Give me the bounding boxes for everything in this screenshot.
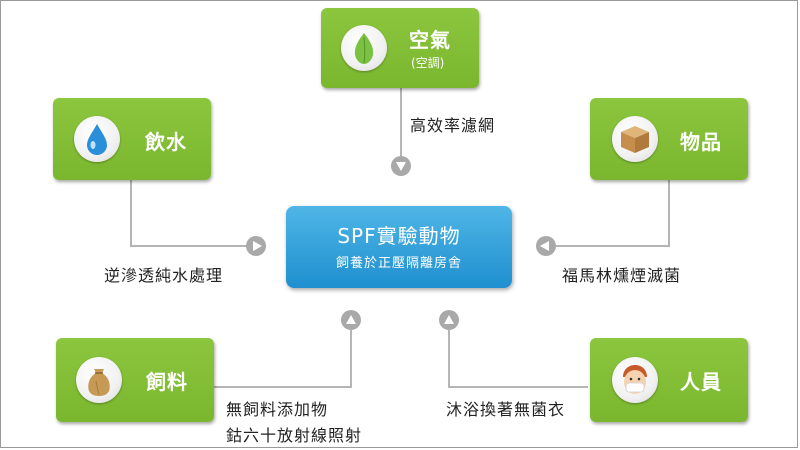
connector-air xyxy=(400,88,402,156)
process-label-feed-line1: 無飼料添加物 xyxy=(226,400,329,419)
connector-goods-horizontal xyxy=(552,245,670,247)
process-label-water: 逆滲透純水處理 xyxy=(104,266,224,285)
connector-personnel-horizontal xyxy=(448,386,588,388)
node-goods: 物品 xyxy=(590,98,748,180)
feed-sack-icon xyxy=(76,357,122,403)
arrow-up-icon xyxy=(439,310,459,330)
node-subtitle: (空調) xyxy=(411,56,445,70)
node-title: 飼料 xyxy=(146,370,188,394)
leaf-icon xyxy=(341,25,387,71)
center-title: SPF實驗動物 xyxy=(337,224,461,248)
center-node: SPF實驗動物 飼養於正壓隔離房舍 xyxy=(286,206,512,288)
arrow-down-icon xyxy=(391,156,411,176)
connector-goods-vertical xyxy=(668,180,670,246)
node-personnel: 人員 xyxy=(590,338,748,422)
connector-water-vertical xyxy=(130,180,132,246)
connector-personnel-vertical xyxy=(448,330,450,388)
node-title: 飲水 xyxy=(145,130,187,154)
node-title: 空氣 xyxy=(409,28,451,52)
box-icon xyxy=(612,116,658,162)
node-title: 人員 xyxy=(680,370,722,394)
process-label-feed-line2: 鈷六十放射線照射 xyxy=(226,426,363,445)
connector-feed-vertical xyxy=(350,330,352,388)
connector-feed-horizontal xyxy=(214,386,352,388)
masked-person-icon xyxy=(612,357,658,403)
node-air: 空氣 (空調) xyxy=(321,8,479,88)
connector-water-horizontal xyxy=(130,245,248,247)
process-label-goods: 福馬林燻煙滅菌 xyxy=(562,266,682,285)
arrow-right-icon xyxy=(246,236,266,256)
water-drop-icon xyxy=(74,116,120,162)
node-feed: 飼料 xyxy=(56,338,214,422)
arrow-left-icon xyxy=(536,236,556,256)
center-subtitle: 飼養於正壓隔離房舍 xyxy=(335,256,462,271)
process-label-air: 高效率濾網 xyxy=(410,116,496,135)
node-title: 物品 xyxy=(680,130,722,154)
node-water: 飲水 xyxy=(53,98,211,180)
arrow-up-icon xyxy=(341,310,361,330)
process-label-personnel: 沐浴換著無菌衣 xyxy=(446,400,566,419)
